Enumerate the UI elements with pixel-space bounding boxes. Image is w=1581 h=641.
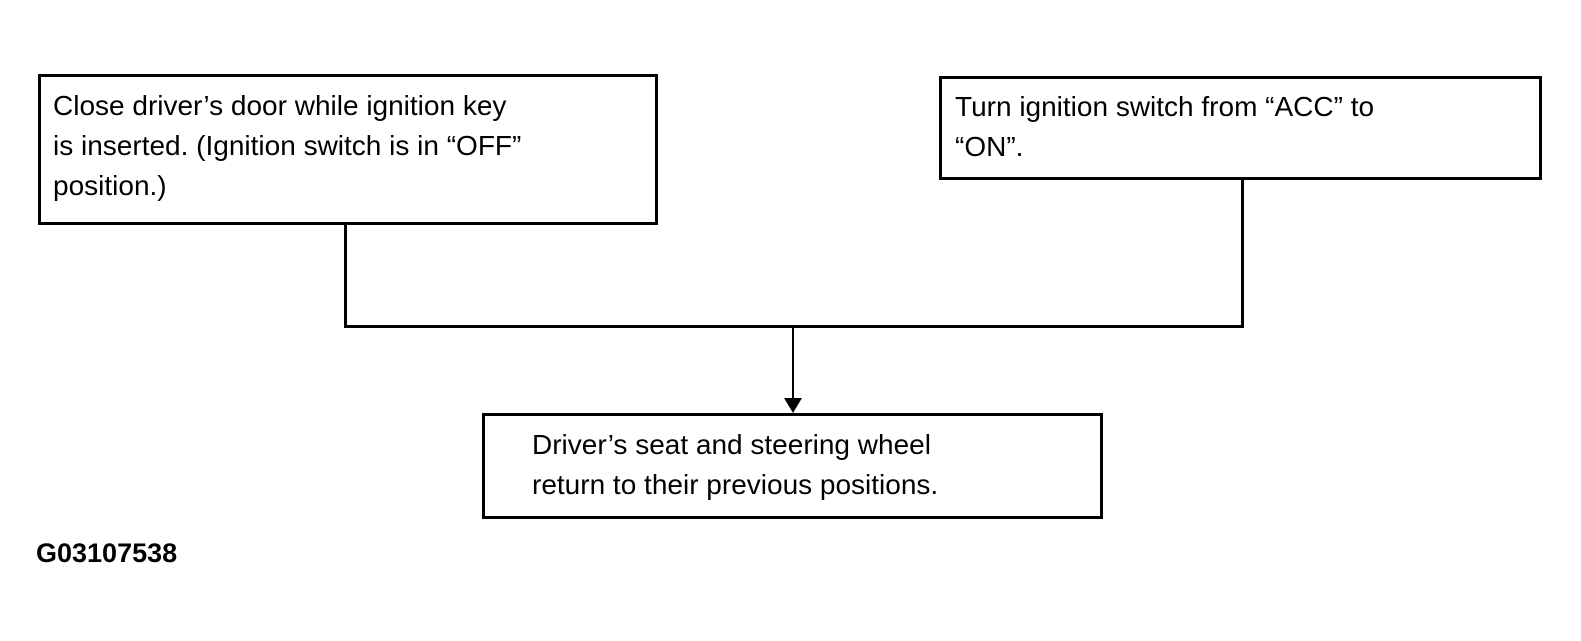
- flowchart-box-turn-ignition: Turn ignition switch from “ACC” to “ON”.: [939, 76, 1542, 180]
- flowchart-box-close-door: Close driver’s door while ignition key i…: [38, 74, 658, 225]
- connector-center-vertical: [792, 328, 794, 399]
- connector-right-vertical: [1241, 180, 1244, 328]
- arrow-down-icon: [784, 398, 802, 413]
- figure-id-caption: G03107538: [36, 538, 178, 568]
- connector-left-vertical: [344, 225, 347, 328]
- connector-horizontal-rail: [344, 325, 1244, 328]
- flowchart-box-result: Driver’s seat and steering wheel return …: [482, 413, 1103, 519]
